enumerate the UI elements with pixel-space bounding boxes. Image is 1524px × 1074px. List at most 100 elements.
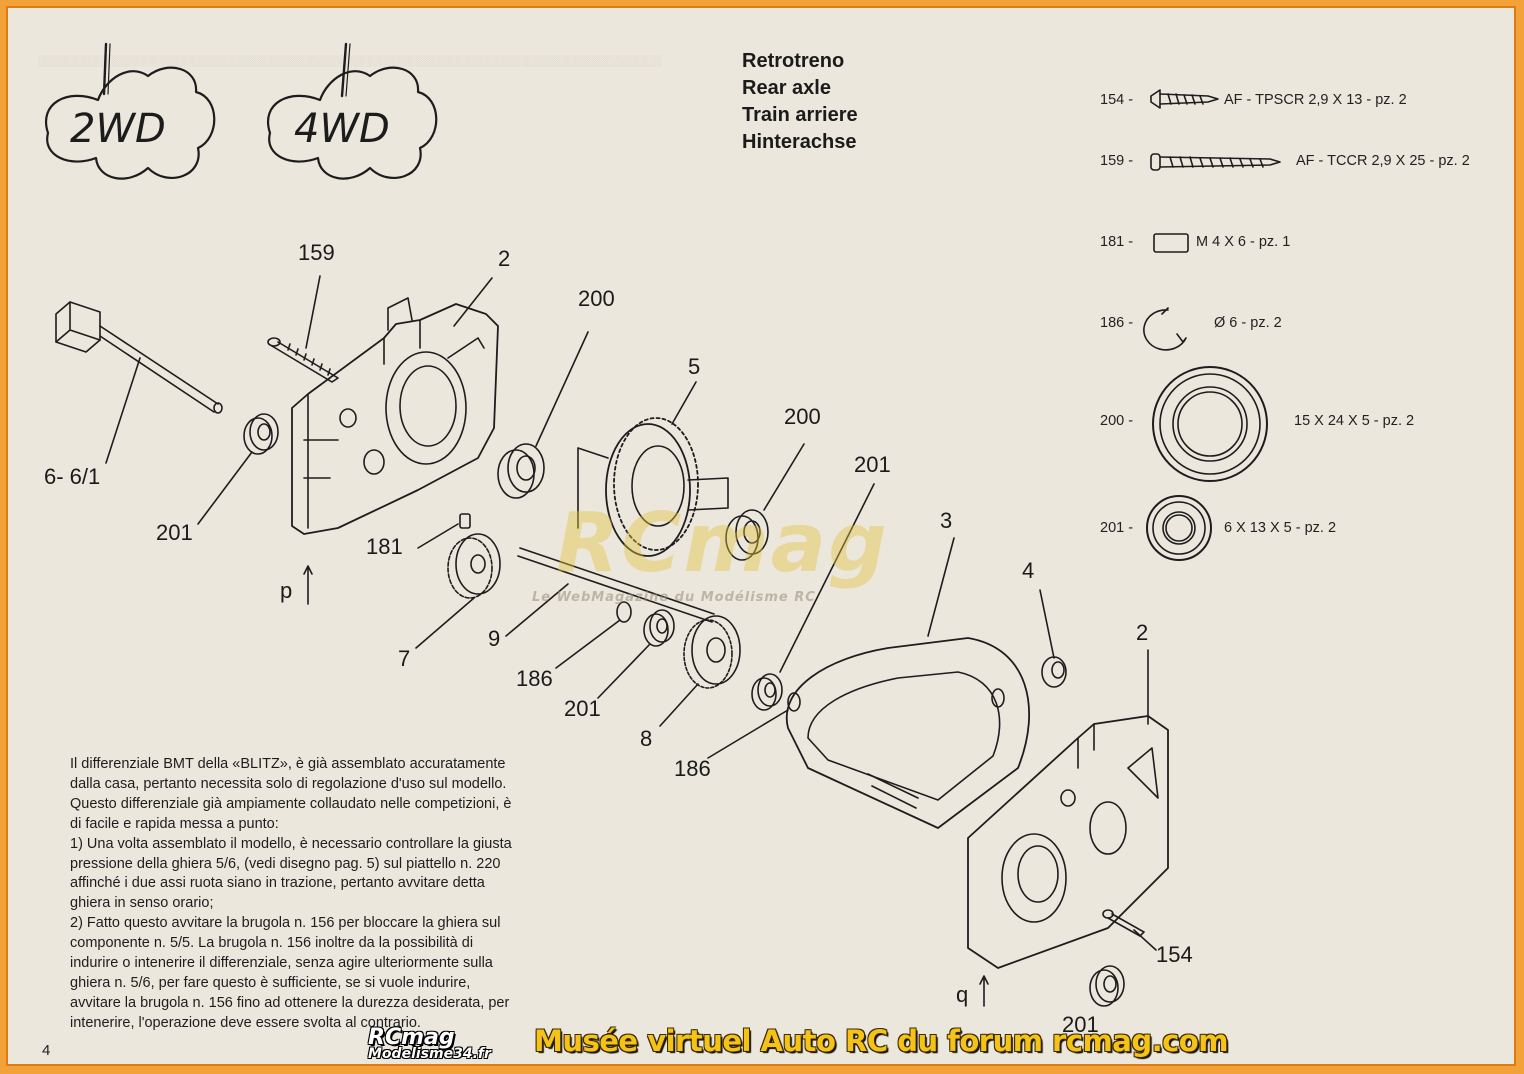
callout-label: 7: [398, 646, 411, 671]
gearbox-half-right: [967, 715, 1169, 969]
footer-title: Musée virtuel Auto RC du forum rcmag.com: [534, 1024, 1228, 1058]
part-number: 159 -: [1100, 153, 1134, 169]
leader-line: [415, 597, 475, 649]
page-number: 4: [42, 1042, 51, 1059]
long-screw-icon: [1150, 153, 1281, 171]
instructions-text: Il differenziale BMT della «BLITZ», è gi…: [70, 755, 590, 1034]
parts-list-row: 181 - M 4 X 6 - pz. 1: [1100, 234, 1290, 250]
leader-line: [763, 443, 805, 511]
leader-line: [597, 643, 651, 699]
part-number: 154 -: [1100, 92, 1134, 108]
leader-line: [105, 357, 141, 464]
part-description: M 4 X 6 - pz. 1: [1196, 234, 1291, 250]
parts-list-row: 200 - 15 X 24 X 5 - pz. 2: [1100, 413, 1414, 429]
callout-label: 201: [1062, 1012, 1099, 1037]
text-line: intenerire, l'operazione deve essere svo…: [70, 1014, 421, 1031]
circlip-186-part: [616, 601, 632, 623]
text-line: ghiera in senso orario;: [70, 895, 214, 912]
4wd-badge-icon: [267, 42, 438, 180]
leader-line: [417, 523, 459, 549]
text-line: ghiera n. 5/6, per fare questo è suffici…: [70, 974, 471, 991]
short-screw-icon: [1150, 89, 1219, 109]
watermark-subtitle: Le WebMagazine du Modélisme RC: [532, 590, 816, 605]
footer-logo-main: RCmag: [368, 1025, 455, 1050]
part-description: Ø 6 - pz. 2: [1214, 315, 1282, 331]
footer-logo-sub: Modelisme34.fr: [368, 1046, 491, 1062]
callout-label: 181: [366, 534, 403, 559]
axle-part: [517, 547, 715, 623]
leader-line: [1039, 589, 1055, 659]
bearing-200-left: [497, 443, 545, 499]
bearing-200-right: [725, 509, 769, 561]
leader-line: [555, 619, 621, 669]
bearing-201-bottom: [1089, 965, 1125, 1007]
leader-line: [197, 451, 253, 525]
callout-label: 186: [674, 756, 711, 781]
callout-label: 186: [516, 666, 553, 691]
callout-label: 2: [1136, 620, 1149, 645]
grub-screw-181-part: [459, 513, 471, 529]
leader-line: [505, 583, 569, 637]
part-number: 186 -: [1100, 315, 1134, 331]
callout-label: 5: [688, 354, 701, 379]
title-french: Train arriere: [742, 104, 858, 126]
circlip-icon: [1143, 307, 1187, 351]
callout-label: p: [280, 578, 293, 603]
gearbox-half-left: [291, 297, 499, 535]
bearing-201-left: [243, 413, 279, 455]
pinion-gear-part: [447, 533, 501, 599]
2wd-badge-icon: [45, 42, 216, 180]
drive-shaft-part: [55, 301, 223, 414]
axis-marker-q-icon: [979, 975, 989, 1007]
callout-label: 154: [1156, 942, 1193, 967]
callout-label: q: [956, 982, 969, 1007]
parts-list-row: 186 - Ø 6 - pz. 2: [1100, 315, 1282, 331]
screw-154-part: [1102, 909, 1145, 937]
grub-screw-icon: [1153, 233, 1189, 253]
callout-label: 201: [564, 696, 601, 721]
callout-label: 201: [854, 452, 891, 477]
show-through-text: ░░░░░░░░░░░░░░░░░░░░░░░░░░░░░░░░░░░░░░░░…: [38, 55, 662, 67]
callout-label: 159: [298, 240, 335, 265]
axis-marker-p-icon: [303, 565, 313, 605]
part-number: 181 -: [1100, 234, 1134, 250]
text-line: indurire o intenerire il differenziale, …: [70, 955, 493, 972]
callout-label: 2: [498, 246, 511, 271]
callout-label: 9: [488, 626, 501, 651]
leader-line: [453, 277, 493, 327]
exploded-diagram: [45, 42, 1281, 1007]
callout-label: 6- 6/1: [44, 464, 101, 489]
callout-label: 3: [940, 508, 953, 533]
callout-label: 8: [640, 726, 653, 751]
leader-line: [779, 483, 875, 673]
leader-line: [707, 709, 789, 759]
text-line: Questo differenziale già ampiamente coll…: [70, 795, 512, 812]
bearing-201-right: [751, 673, 783, 711]
callout-label: 201: [156, 520, 193, 545]
large-bearing-icon: [1152, 366, 1268, 482]
leader-line: [671, 381, 697, 425]
text-line: avvitare la brugola n. 156 fino ad otten…: [70, 994, 510, 1011]
leader-line: [535, 331, 589, 447]
part-description: AF - TPSCR 2,9 X 13 - pz. 2: [1224, 92, 1407, 108]
text-line: affinché i due assi ruota siano in trazi…: [70, 875, 485, 892]
text-line: di facile e rapida messa a punto:: [70, 815, 279, 832]
drive-gear-part: [683, 615, 741, 689]
title-german: Hinterachse: [742, 131, 857, 153]
badge-2wd-label: 2WD: [70, 106, 166, 152]
gear-cover-part: [785, 637, 1030, 829]
leader-line: [659, 683, 699, 727]
spur-gear-part: [577, 417, 729, 557]
small-bearing-icon: [1146, 495, 1212, 561]
text-line: Il differenziale BMT della «BLITZ», è gi…: [70, 756, 506, 772]
title-english: Rear axle: [742, 77, 831, 99]
callout-label: 200: [578, 286, 615, 311]
text-line: pressione della ghiera 5/6, (vedi disegn…: [70, 855, 501, 872]
screw-159-part: [267, 337, 339, 383]
part-description: AF - TCCR 2,9 X 25 - pz. 2: [1296, 153, 1470, 169]
badge-4wd-label: 4WD: [294, 106, 390, 152]
text-line: dalla casa, pertanto necessita solo di r…: [70, 775, 507, 792]
leader-line: [1133, 929, 1157, 951]
text-line: 2) Fatto questo avvitare la brugola n. 1…: [70, 915, 501, 932]
leader-line: [927, 537, 955, 637]
